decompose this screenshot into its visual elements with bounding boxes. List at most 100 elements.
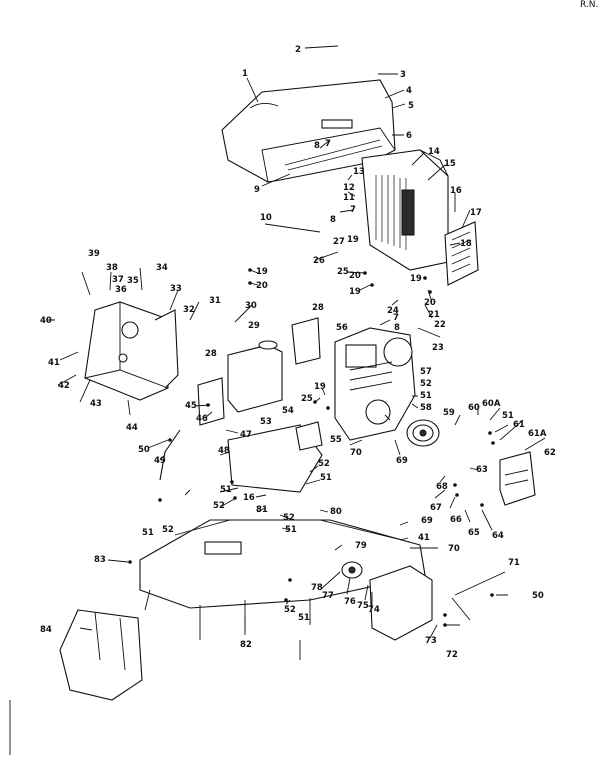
callout-28b: 28	[205, 349, 217, 359]
callout-41a: 41	[48, 358, 60, 368]
callout-65: 65	[468, 528, 480, 538]
callout-86: 84	[40, 625, 52, 635]
callout-51g: 51	[298, 613, 310, 623]
callout-32: 32	[183, 305, 195, 315]
grille-assembly	[361, 149, 449, 271]
callout-54: 54	[282, 406, 294, 416]
callout-63: 63	[476, 465, 488, 475]
transaxle-housing	[369, 565, 433, 641]
callout-83: 81	[256, 505, 268, 515]
callout-50b: 50	[532, 591, 544, 601]
callout-3: 3	[400, 70, 406, 80]
side-panel-right	[291, 317, 321, 365]
callout-59: 59	[443, 408, 455, 418]
callout-70: 70	[350, 448, 362, 458]
callout-72: 70	[448, 544, 460, 554]
callout-21: 21	[428, 310, 440, 320]
callout-79: 77	[322, 591, 334, 601]
pulley-small	[341, 561, 363, 579]
callout-19a: 19	[347, 235, 359, 245]
fuel-tank	[227, 340, 283, 413]
callout-33: 33	[170, 284, 182, 294]
callout-7: 7	[325, 139, 331, 149]
callout-7b: 7	[350, 205, 356, 215]
callout-45: 45	[185, 401, 197, 411]
callout-66: 66	[450, 515, 462, 525]
callout-68: 68	[436, 482, 448, 492]
pedal-rod	[159, 429, 181, 481]
callout-40: 40	[40, 316, 52, 326]
callout-19e: 19	[314, 382, 326, 392]
callout-44: 44	[126, 423, 138, 433]
callout-52e: 52	[162, 525, 174, 535]
callout-31: 31	[209, 296, 221, 306]
callout-69: 69	[396, 456, 408, 466]
callout-22: 22	[434, 320, 446, 330]
callout-76: 74	[368, 605, 380, 615]
callout-20b: 20	[256, 281, 268, 291]
callout-25a: 25	[337, 267, 349, 277]
callout-50a: 50	[138, 445, 150, 455]
callout-17: 17	[470, 208, 482, 218]
rod-73	[451, 571, 506, 621]
pulley	[406, 419, 440, 447]
callout-1: 1	[242, 69, 248, 79]
leader-lines	[47, 45, 546, 660]
callout-16: 16	[450, 186, 462, 196]
callout-51b: 51	[502, 411, 514, 421]
rear-fender	[59, 609, 143, 701]
callout-51e: 51	[285, 525, 297, 535]
callout-61: 61	[513, 420, 525, 430]
callout-15: 15	[444, 159, 456, 169]
callout-51d: 51	[220, 485, 232, 495]
callout-labels: 1 2 3 4 5 6 7 8 9 10 11 12 13 14 15 16 1…	[40, 45, 556, 660]
callout-61A: 61A	[528, 429, 547, 439]
callout-19d: 19	[410, 274, 422, 284]
callout-46: 46	[196, 414, 208, 424]
callout-5: 5	[408, 101, 414, 111]
callout-27: 27	[333, 237, 345, 247]
callout-64: 64	[492, 531, 504, 541]
belt-guard	[499, 451, 536, 506]
callout-13: 13	[353, 167, 365, 177]
callout-49: 49	[154, 456, 166, 466]
callout-62: 62	[544, 448, 556, 458]
callout-84: 82	[240, 640, 252, 650]
callout-11: 11	[343, 193, 355, 203]
callout-53: 53	[260, 417, 272, 427]
callout-7c: 7	[393, 313, 399, 323]
callout-51f: 51	[142, 528, 154, 538]
callout-51a: 51	[420, 391, 432, 401]
callout-52b: 52	[318, 459, 330, 469]
callout-25b: 25	[301, 394, 313, 404]
callout-55: 55	[330, 435, 342, 445]
callout-19c: 19	[256, 267, 268, 277]
callout-35: 35	[127, 276, 139, 286]
callout-42: 42	[58, 381, 70, 391]
callout-16b: 16	[243, 493, 255, 503]
callout-8b: 8	[330, 215, 336, 225]
callout-20c: 20	[424, 298, 436, 308]
callout-67: 67	[430, 503, 442, 513]
callout-52a: 52	[420, 379, 432, 389]
callout-14: 14	[428, 147, 440, 157]
callout-24: 24	[387, 306, 399, 316]
callout-10: 10	[260, 213, 272, 223]
callout-78: 76	[344, 597, 356, 607]
callout-34: 34	[156, 263, 168, 273]
corner-mark: R.N.	[580, 0, 598, 10]
callout-18: 18	[460, 239, 472, 249]
callout-43: 43	[90, 399, 102, 409]
callout-12: 12	[343, 183, 355, 193]
callout-81: 79	[355, 541, 367, 551]
callout-4: 4	[406, 86, 412, 96]
callout-28a: 28	[312, 303, 324, 313]
dash-panel	[84, 301, 179, 401]
callout-8: 8	[314, 141, 320, 151]
callout-41b: 41	[418, 533, 430, 543]
callout-77: 75	[357, 601, 369, 611]
callout-30: 30	[245, 301, 257, 311]
callout-26: 26	[313, 256, 325, 266]
callout-51c: 51	[320, 473, 332, 483]
